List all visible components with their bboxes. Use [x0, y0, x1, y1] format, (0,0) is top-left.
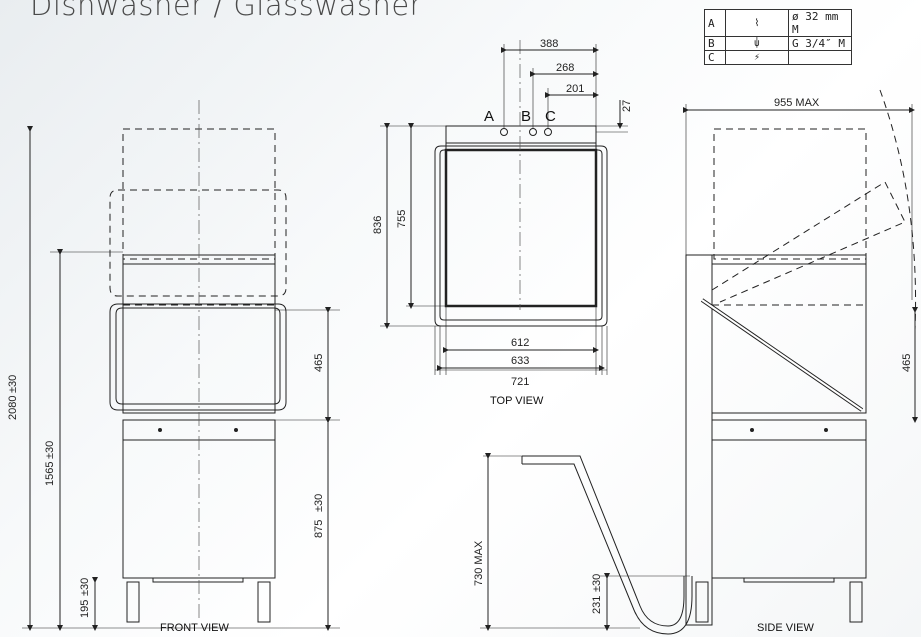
- dim-side-465: 465: [901, 354, 913, 372]
- top-view: [380, 40, 628, 375]
- top-view-label: TOP VIEW: [490, 395, 544, 407]
- dim-side-955: 955 MAX: [774, 97, 820, 109]
- dim-top-268: 268: [556, 62, 574, 74]
- dim-drain-231: 231: [591, 596, 603, 614]
- drain-pipe: [480, 453, 693, 635]
- connection-label-a: A: [484, 108, 494, 125]
- dim-top-388: 388: [540, 38, 558, 50]
- front-view: [22, 100, 340, 631]
- legend-row-a: A ⌇ ø 32 mm M: [704, 9, 852, 37]
- legend-key: C: [704, 50, 726, 65]
- legend-row-b: B ⍦ G 3/4″ M: [704, 36, 852, 51]
- legend-value: ø 32 mm M: [788, 9, 852, 37]
- legend-value: [788, 50, 852, 65]
- dim-top-27: 27: [621, 100, 633, 112]
- dim-foot-height: 195: [79, 600, 91, 618]
- legend-value: G 3/4″ M: [788, 36, 852, 51]
- dim-drain-730: 730 MAX: [473, 540, 485, 586]
- dim-top-201: 201: [566, 83, 584, 95]
- dim-depth-836: 836: [372, 216, 384, 234]
- connection-label-b: B: [521, 108, 531, 125]
- dim-drain-231-tol: ±30: [591, 574, 603, 592]
- dim-total-height-tol: ±30: [7, 375, 19, 393]
- dim-hood-travel: 465: [313, 354, 325, 372]
- dim-width-633: 633: [511, 355, 529, 367]
- dim-depth-755: 755: [396, 210, 408, 228]
- side-view-label: SIDE VIEW: [757, 622, 814, 634]
- electric-icon: ⚡: [725, 50, 789, 65]
- dim-width-612: 612: [511, 337, 529, 349]
- legend-row-c: C ⚡: [704, 50, 852, 65]
- dim-table-height: 875: [313, 520, 325, 538]
- dim-base-height-tol: ±30: [44, 441, 56, 459]
- side-view: [683, 89, 918, 626]
- dim-foot-height-tol: ±30: [79, 578, 91, 596]
- connection-label-c: C: [545, 108, 556, 125]
- front-view-label: FRONT VIEW: [160, 622, 229, 634]
- dim-width-721: 721: [511, 376, 529, 388]
- dim-total-height: 2080: [7, 396, 19, 420]
- connections-legend-table: A ⌇ ø 32 mm M B ⍦ G 3/4″ M C ⚡: [704, 9, 852, 65]
- dim-base-height: 1565: [44, 462, 56, 486]
- dim-table-height-tol: ±30: [313, 494, 325, 512]
- legend-key: A: [704, 9, 726, 37]
- page-title: Dishwasher / Glasswasher: [30, 0, 423, 22]
- water-tap-icon: ⍦: [725, 36, 789, 51]
